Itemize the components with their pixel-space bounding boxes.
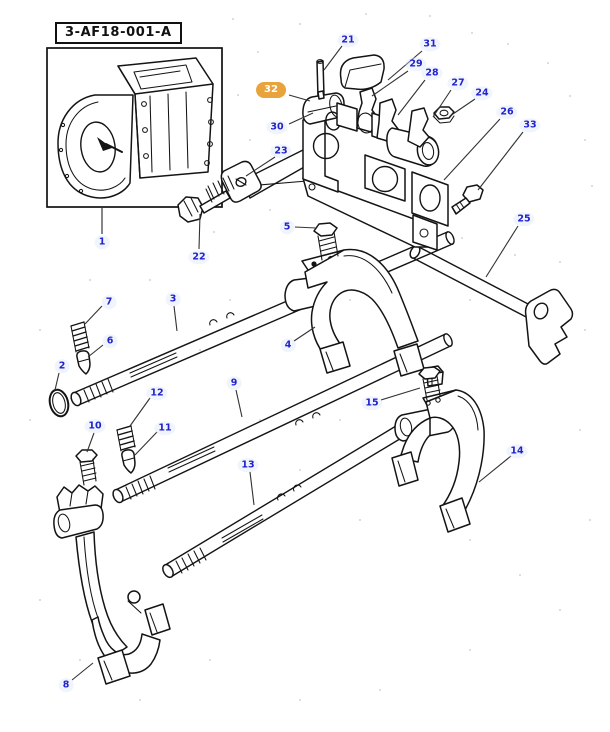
shift-fork-4 bbox=[284, 248, 425, 377]
bolt-22 bbox=[177, 175, 235, 223]
part-callout-8[interactable]: 8 bbox=[58, 678, 74, 692]
leader-line-25 bbox=[485, 225, 519, 278]
shift-fork-8 bbox=[53, 484, 171, 685]
leader-line-4 bbox=[293, 326, 316, 342]
leader-line-22 bbox=[198, 213, 201, 250]
leader-line-21 bbox=[323, 45, 343, 71]
bracket-base bbox=[302, 177, 431, 248]
part-callout-31[interactable]: 31 bbox=[419, 37, 441, 51]
leader-line-14 bbox=[478, 455, 512, 483]
part-callout-9[interactable]: 9 bbox=[226, 376, 242, 390]
gate-plate bbox=[336, 102, 358, 132]
shift-rail-13 bbox=[162, 423, 407, 579]
part-callout-5[interactable]: 5 bbox=[279, 220, 295, 234]
leader-line-2 bbox=[54, 372, 60, 391]
shift-rail-9 bbox=[112, 333, 453, 504]
part-callout-23[interactable]: 23 bbox=[270, 144, 292, 158]
shift-fork-14 bbox=[391, 389, 485, 533]
part-callout-32[interactable]: 32 bbox=[256, 82, 286, 98]
selector-boss-27 bbox=[386, 107, 440, 167]
leader-line-6 bbox=[87, 344, 104, 358]
detent-plunger-11 bbox=[121, 449, 136, 474]
leader-line-9 bbox=[235, 389, 243, 418]
leader-line-10 bbox=[86, 432, 95, 453]
part-callout-2[interactable]: 2 bbox=[54, 359, 70, 373]
leader-line-13 bbox=[249, 471, 255, 506]
leader-line-33 bbox=[477, 131, 524, 191]
part-callout-10[interactable]: 10 bbox=[84, 419, 106, 433]
cover-cap-31 bbox=[339, 54, 385, 91]
housing-inset-box bbox=[46, 47, 223, 208]
part-callout-21[interactable]: 21 bbox=[337, 33, 359, 47]
part-callout-7[interactable]: 7 bbox=[101, 295, 117, 309]
bracket-foot bbox=[412, 214, 438, 251]
leader-line-5 bbox=[294, 226, 317, 229]
part-callout-6[interactable]: 6 bbox=[102, 334, 118, 348]
selector-rail-25 bbox=[409, 245, 574, 365]
leader-line-28 bbox=[397, 79, 426, 116]
scan-noise bbox=[29, 13, 593, 701]
part-callout-14[interactable]: 14 bbox=[506, 444, 528, 458]
detent-plunger-6 bbox=[76, 350, 91, 375]
leader-line-27 bbox=[432, 89, 452, 118]
anchor-plate-23 bbox=[220, 160, 262, 203]
part-callout-26[interactable]: 26 bbox=[496, 105, 518, 119]
part-callout-25[interactable]: 25 bbox=[513, 212, 535, 226]
leader-line-11 bbox=[134, 431, 158, 456]
part-callout-29[interactable]: 29 bbox=[405, 57, 427, 71]
gearbox-housing-thumbnail bbox=[57, 57, 214, 199]
part-callout-15[interactable]: 15 bbox=[361, 396, 383, 410]
leader-lines bbox=[54, 45, 524, 681]
drawing-reference-label: 3-AF18-001-A bbox=[55, 22, 182, 44]
leader-line-32 bbox=[288, 94, 311, 102]
leader-line-26 bbox=[443, 118, 501, 181]
leader-line-29 bbox=[371, 70, 409, 97]
seal-ring-2 bbox=[48, 388, 70, 418]
part-callout-28[interactable]: 28 bbox=[421, 66, 443, 80]
leader-line-8 bbox=[71, 662, 94, 681]
drawing-reference-text: 3-AF18-001-A bbox=[65, 25, 172, 40]
leader-line-7 bbox=[84, 305, 103, 325]
rail-25-key-plate bbox=[524, 288, 574, 365]
part-callout-1[interactable]: 1 bbox=[94, 235, 110, 249]
housing-pointer-arrow bbox=[97, 137, 123, 153]
detent-spring-7 bbox=[70, 321, 90, 353]
leader-line-3 bbox=[173, 305, 178, 332]
leader-line-15 bbox=[380, 387, 421, 401]
part-callout-33[interactable]: 33 bbox=[519, 118, 541, 132]
part-callout-12[interactable]: 12 bbox=[146, 386, 168, 400]
leader-line-31 bbox=[387, 50, 423, 81]
part-callout-3[interactable]: 3 bbox=[165, 292, 181, 306]
part-callout-13[interactable]: 13 bbox=[237, 458, 259, 472]
bracket-middle-saddle bbox=[364, 154, 406, 202]
shift-rail-3 bbox=[70, 231, 455, 407]
part-callout-11[interactable]: 11 bbox=[154, 421, 176, 435]
bolt-5 bbox=[313, 222, 339, 261]
part-callout-27[interactable]: 27 bbox=[447, 76, 469, 90]
leader-line-12 bbox=[129, 397, 151, 427]
selector-support-assembly bbox=[242, 54, 484, 251]
leader-line-23 bbox=[245, 156, 276, 177]
leader-line-30 bbox=[288, 112, 314, 125]
detent-spring-12 bbox=[116, 425, 136, 452]
bolt-10 bbox=[75, 449, 98, 486]
part-callout-30[interactable]: 30 bbox=[266, 120, 288, 134]
part-callout-24[interactable]: 24 bbox=[471, 86, 493, 100]
leader-line-24 bbox=[449, 98, 476, 117]
selector-collar-32 bbox=[302, 90, 345, 125]
bracket-right-clamp bbox=[411, 171, 449, 227]
part-callout-4[interactable]: 4 bbox=[280, 338, 296, 352]
part-callout-22[interactable]: 22 bbox=[188, 250, 210, 264]
bolt-15 bbox=[418, 366, 441, 406]
